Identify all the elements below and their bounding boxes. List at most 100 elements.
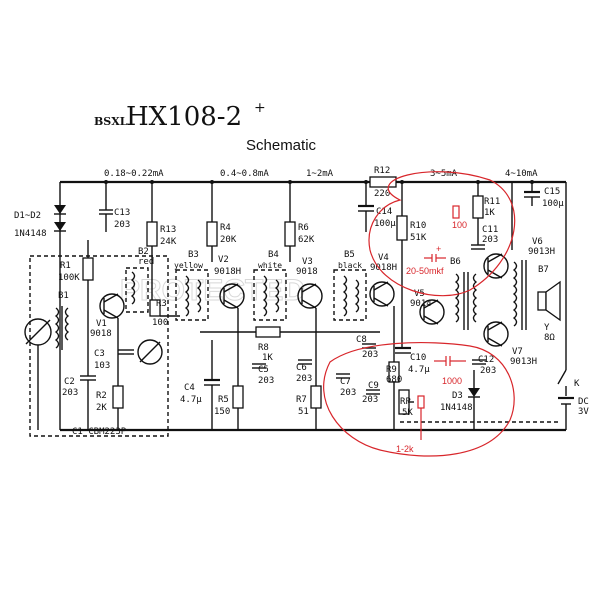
r2-value: 2K — [96, 403, 107, 413]
r3-value: 100 — [152, 318, 168, 328]
c13-label: C13 — [114, 208, 130, 218]
r1-label: R1 — [60, 261, 71, 271]
power-switch-k — [557, 369, 567, 385]
c2-label: C2 — [64, 377, 75, 387]
resistor-r10 — [396, 215, 408, 241]
current-label-2: 0.4~0.8mA — [220, 169, 269, 179]
r8-value: 1K — [262, 353, 273, 363]
transistor-v5 — [419, 299, 445, 325]
b2-label: B2 — [138, 247, 149, 257]
resistor-r4 — [206, 221, 218, 247]
c8-value: 203 — [362, 350, 378, 360]
c7-label: C7 — [340, 377, 351, 387]
c14-label: C14 — [376, 207, 392, 217]
r5-label: R5 — [218, 395, 229, 405]
r5-value: 150 — [214, 407, 230, 417]
c15-label: C15 — [544, 187, 560, 197]
c11-label: C11 — [482, 225, 498, 235]
diode-d3-icon — [468, 388, 480, 397]
b5-label: B5 — [344, 250, 355, 260]
diode-d1-icon — [54, 205, 66, 214]
annotation-resistor-1-2k — [417, 395, 425, 409]
r12-label: R12 — [374, 166, 390, 176]
v6-label: V6 — [532, 237, 543, 247]
title-prefix: BSXL — [94, 115, 128, 128]
annotation-1000: 1000 — [442, 376, 462, 386]
c15-value: 100μ — [542, 199, 564, 209]
v7-value: 9013H — [510, 357, 537, 367]
if-transformer-b3 — [175, 269, 209, 321]
resistor-r8 — [255, 326, 281, 338]
v7-label: V7 — [512, 347, 523, 357]
resistor-r3 — [149, 299, 161, 317]
v5-value: 9014 — [410, 299, 432, 309]
gang-capacitor-frame — [29, 255, 169, 437]
r6-label: R6 — [298, 223, 309, 233]
annotation-loop-bottom — [323, 342, 515, 457]
y-value: 8Ω — [544, 333, 555, 343]
c5-value: 203 — [258, 376, 274, 386]
r1-value: 100K — [58, 273, 80, 283]
c3-value: 103 — [94, 361, 110, 371]
b7-label: B7 — [538, 265, 549, 275]
resistor-r7 — [310, 385, 322, 409]
rp-label: RP — [400, 397, 411, 407]
c12-label: C12 — [478, 355, 494, 365]
schematic-subtitle: Schematic — [246, 137, 317, 154]
transistor-v4 — [369, 281, 395, 307]
output-transformer-b7 — [512, 261, 518, 327]
c3-label: C3 — [94, 349, 105, 359]
c9-label: C9 — [368, 381, 379, 391]
transistor-v6 — [483, 253, 509, 279]
b6-label: B6 — [450, 257, 461, 267]
resistor-r12 — [369, 176, 397, 188]
oscillator-coil-b2 — [125, 267, 149, 313]
current-label-5: 4~10mA — [505, 169, 538, 179]
title-model: HX108-2 — [126, 102, 242, 132]
if-transformer-b5 — [333, 269, 367, 321]
c8-label: C8 — [356, 335, 367, 345]
resistor-r1 — [82, 257, 94, 281]
transistor-v3 — [297, 283, 323, 309]
k-label: K — [574, 379, 580, 389]
current-label-4: 3~5mA — [430, 169, 458, 179]
c10-label: C10 — [410, 353, 426, 363]
r3-label: R3 — [156, 299, 167, 309]
resistor-r5 — [232, 385, 244, 409]
r10-value: 51K — [410, 233, 427, 243]
c12-value: 203 — [480, 366, 496, 376]
b3-label: B3 — [188, 250, 199, 260]
c6-value: 203 — [296, 374, 312, 384]
d1d2-value: 1N4148 — [14, 229, 47, 239]
b2-color: red — [138, 257, 154, 267]
r7-label: R7 — [296, 395, 307, 405]
b4-label: B4 — [268, 250, 279, 260]
if-transformer-b4 — [253, 269, 287, 321]
c10-value: 4.7μ — [408, 365, 430, 375]
r11-value: 1K — [484, 208, 495, 218]
d3-value: 1N4148 — [440, 403, 473, 413]
c13-value: 203 — [114, 220, 130, 230]
transistor-v2 — [219, 283, 245, 309]
current-label-3: 1~2mA — [306, 169, 334, 179]
transistor-v1 — [99, 293, 125, 319]
v5-label: V5 — [414, 289, 425, 299]
v3-value: 9018 — [296, 267, 318, 277]
annotation-plus: + — [436, 244, 441, 254]
r10-label: R10 — [410, 221, 426, 231]
c6-label: C6 — [296, 363, 307, 373]
c1-label: C1 CBM223P — [72, 427, 127, 437]
resistor-r2 — [112, 385, 124, 409]
b4-color: white — [258, 261, 282, 270]
c7-value: 203 — [340, 388, 356, 398]
resistor-r11 — [472, 195, 484, 219]
c9-value: 203 — [362, 395, 378, 405]
r4-value: 20K — [220, 235, 237, 245]
c5-label: C5 — [258, 365, 269, 375]
dc-label: DC — [578, 397, 589, 407]
antenna-coil-b1 — [54, 307, 60, 349]
y-label: Y — [544, 323, 550, 333]
c11-value: 203 — [482, 235, 498, 245]
annotation-1-2k: 1-2k — [396, 444, 414, 454]
